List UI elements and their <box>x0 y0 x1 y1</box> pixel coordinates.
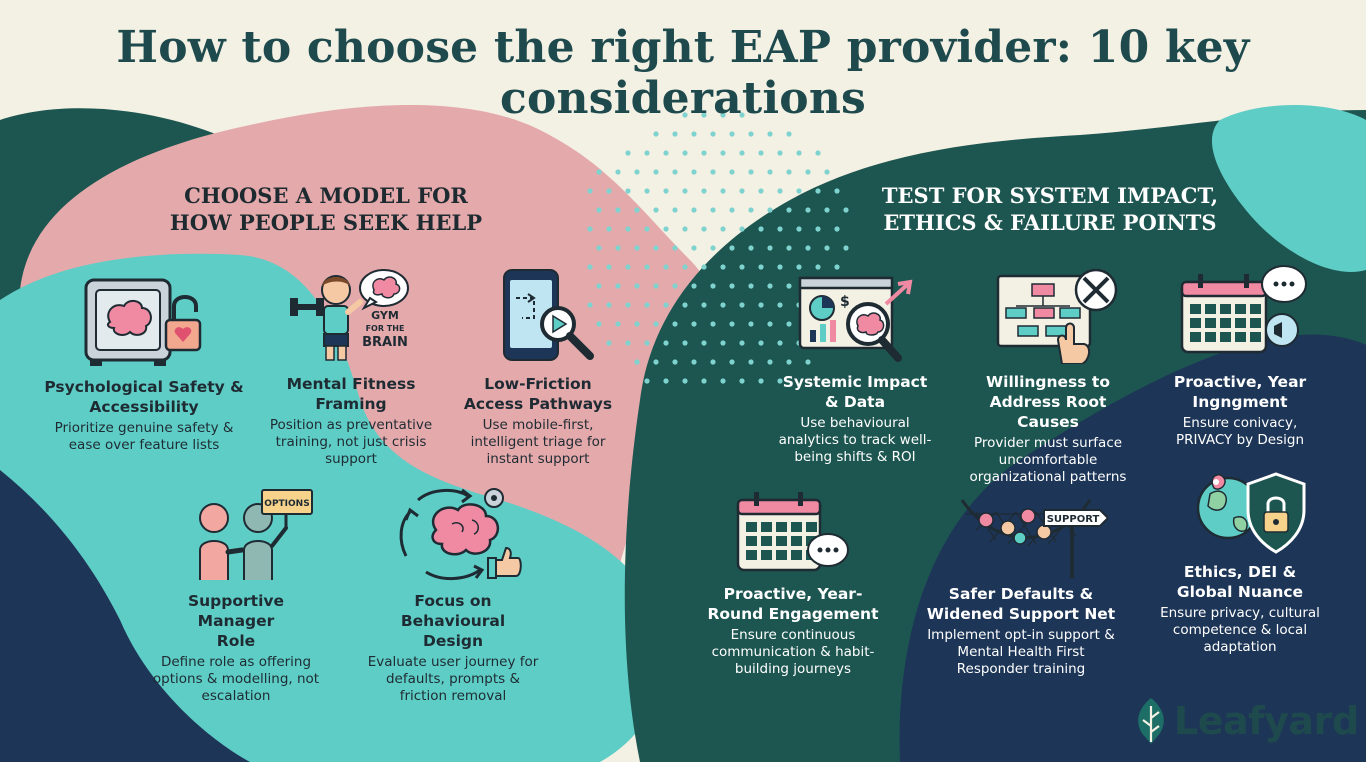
options-sign-text: OPTIONS <box>264 499 309 509</box>
item-description: Implement opt-in support & Mental Health… <box>927 627 1115 677</box>
item-title: Willingness to Address Root Causes <box>986 373 1110 431</box>
gym-label-line2: FOR THE <box>366 324 405 333</box>
left-navy-blob <box>0 470 250 762</box>
safe-brain-lock-icon <box>84 278 202 366</box>
item-title: Low-Friction Access Pathways <box>463 375 613 413</box>
item-title: Supportive Manager Role <box>187 592 285 650</box>
item-title: Mental Fitness Framing <box>286 375 416 413</box>
gym-label-line1: GYM <box>371 309 399 322</box>
item-description: Use mobile-first, intelligent triage for… <box>470 417 606 467</box>
svg-text:$: $ <box>840 294 850 310</box>
item-title: Psychological Safety & Accessibility <box>44 378 244 416</box>
item-description: Ensure privacy, cultural competence & lo… <box>1160 605 1320 655</box>
right-heading-line2: ETHICS & FAILURE POINTS <box>883 210 1217 235</box>
item-title: Proactive, Year Ingngment <box>1173 373 1307 411</box>
item-title: Systemic Impact & Data <box>782 373 928 411</box>
supportive-manager-icon: OPTIONS <box>199 489 313 580</box>
item-description: Prioritize genuine safety & ease over fe… <box>54 420 234 453</box>
consideration-supportive-manager: Supportive Manager Role Define role as o… <box>150 591 322 705</box>
consideration-proactive-ingngment: Proactive, Year Ingngment Ensure conivac… <box>1160 372 1320 449</box>
consideration-ethics-dei: Ethics, DEI & Global Nuance Ensure priva… <box>1160 562 1320 656</box>
consideration-safer-defaults: Safer Defaults & Widened Support Net Imp… <box>926 584 1116 678</box>
item-description: Use behavioural analytics to track well-… <box>778 415 932 465</box>
gym-label-line3: BRAIN <box>362 335 408 350</box>
support-sign-text: SUPPORT <box>1047 514 1100 525</box>
consideration-systemic-impact: Systemic Impact & Data Use behavioural a… <box>770 372 940 466</box>
consideration-mental-fitness: Mental Fitness Framing Position as preve… <box>256 374 446 468</box>
right-navy-blob <box>899 334 1366 762</box>
consideration-behavioural-design: Focus on Behavioural Design Evaluate use… <box>362 591 544 705</box>
item-description: Evaluate user journey for defaults, prom… <box>367 654 539 704</box>
item-title: Ethics, DEI & Global Nuance <box>1176 563 1304 601</box>
calendar-chat-icon <box>1180 265 1307 354</box>
teal-blob <box>0 253 666 762</box>
consideration-low-friction-access: Low-Friction Access Pathways Use mobile-… <box>452 374 624 468</box>
consideration-root-causes: Willingness to Address Root Causes Provi… <box>958 372 1138 486</box>
consideration-psychological-safety: Psychological Safety & Accessibility Pri… <box>44 377 244 454</box>
engagement-calendar-icon <box>736 492 849 572</box>
item-description: Provider must surface uncomfortable orga… <box>969 435 1127 485</box>
left-heading-line2: HOW PEOPLE SEEK HELP <box>169 210 483 235</box>
left-section-heading: CHOOSE A MODEL FOR HOW PEOPLE SEEK HELP <box>156 182 496 236</box>
left-heading-line1: CHOOSE A MODEL FOR <box>184 183 468 208</box>
behavioural-design-icon <box>399 488 522 580</box>
leaf-icon <box>1138 698 1164 744</box>
brand-name: Leafyard <box>1174 699 1359 743</box>
right-heading-line1: TEST FOR SYSTEM IMPACT, <box>881 183 1219 208</box>
item-description: Ensure conivacy, PRIVACY by Design <box>1175 415 1305 448</box>
dashboard-analytics-icon: $ <box>798 276 913 362</box>
item-description: Position as preventative training, not j… <box>269 417 433 467</box>
item-title: Focus on Behavioural Design <box>400 592 506 650</box>
item-title: Safer Defaults & Widened Support Net <box>926 585 1116 623</box>
consideration-year-round-engagement: Proactive, Year-Round Engagement Ensure … <box>696 584 890 678</box>
item-description: Define role as offering options & modell… <box>152 654 320 704</box>
brand-logo: Leafyard <box>1134 694 1359 748</box>
phone-magnifier-icon <box>503 269 594 361</box>
globe-shield-icon <box>1196 472 1306 554</box>
top-right-teal-blob <box>1211 105 1366 272</box>
item-description: Ensure continuous communication & habit-… <box>711 627 875 677</box>
root-cause-flowchart-icon <box>996 268 1118 364</box>
item-title: Proactive, Year-Round Engagement <box>707 585 879 623</box>
page-title: How to choose the right EAP provider: 10… <box>116 22 1250 124</box>
safety-net-icon: SUPPORT <box>960 499 1108 578</box>
gym-brain-icon: GYM FOR THE BRAIN <box>290 269 409 361</box>
right-section-heading: TEST FOR SYSTEM IMPACT, ETHICS & FAILURE… <box>860 182 1240 236</box>
